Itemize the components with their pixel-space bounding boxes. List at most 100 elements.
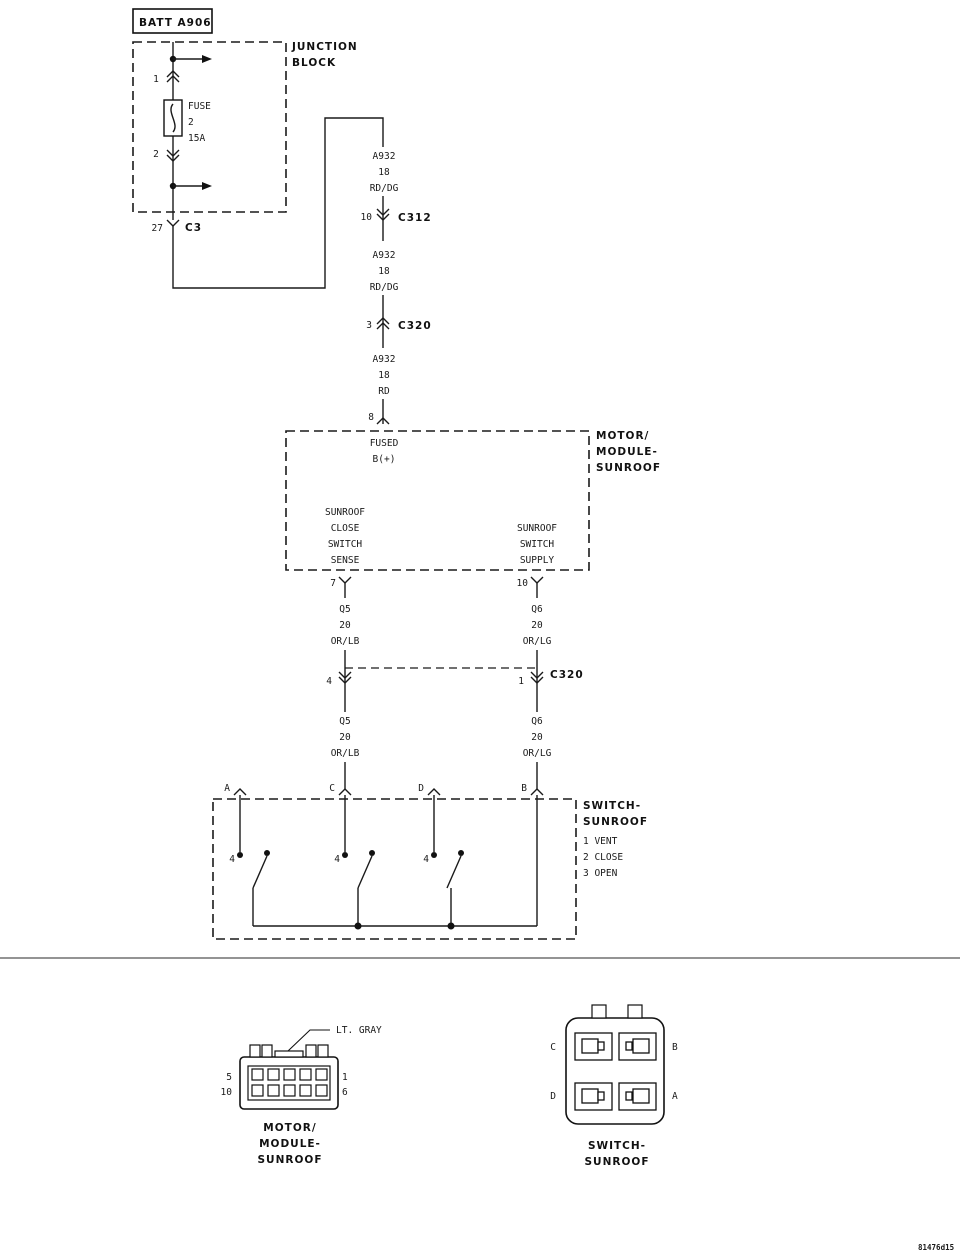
- fuse-symbol: [163, 99, 183, 137]
- figure-id: 81476d15: [918, 1243, 954, 1252]
- motor-connector-pin-tr: 1: [342, 1072, 348, 1083]
- junction-block-title-2: BLOCK: [292, 57, 336, 69]
- c320-mid-left-symbol: [338, 671, 352, 684]
- q6-upper-color: OR/LG: [523, 636, 552, 647]
- motor-left-label-1: SUNROOF: [325, 507, 365, 518]
- q5-lower-circuit: Q5: [339, 716, 350, 727]
- a932-routing-wire: [172, 117, 384, 289]
- switch-pin-c: C: [329, 783, 335, 794]
- c320-top-connector-symbol: [376, 317, 390, 330]
- motor-connector-label-3: SUNROOF: [258, 1154, 323, 1166]
- motor-left-label-3: SWITCH: [328, 539, 363, 550]
- q6-lower-color: OR/LG: [523, 748, 552, 759]
- motor-pin-left: 7: [330, 578, 336, 589]
- junction-block-wiring: [166, 42, 212, 220]
- junction-block-outline: [132, 41, 287, 213]
- c320-mid-pin-left: 4: [326, 676, 332, 687]
- motor-right-label-1: SUNROOF: [517, 523, 557, 534]
- motor-fused-label-2: B(+): [373, 454, 396, 465]
- switch-title-1: SWITCH-: [583, 800, 641, 812]
- switch-3-position: 4: [423, 854, 429, 865]
- switch-connector-pin-d: D: [550, 1091, 556, 1102]
- q6-upper-circuit: Q6: [531, 604, 543, 615]
- switch-2-position: 4: [334, 854, 340, 865]
- q5-lower-gauge: 20: [339, 732, 351, 743]
- c3-connector-symbol: [166, 219, 180, 227]
- q5-upper-gauge: 20: [339, 620, 351, 631]
- a932-2-circuit: A932: [373, 250, 396, 261]
- a932-1-circuit: A932: [373, 151, 396, 162]
- a932-1-color: RD/DG: [370, 183, 399, 194]
- jb-pin-top: 1: [153, 74, 159, 85]
- c320-mid-right-symbol: [530, 671, 544, 684]
- motor-connector-pin-bl: 10: [221, 1087, 233, 1098]
- switch-pin-d: D: [418, 783, 424, 794]
- motor-pin-fused: 8: [368, 412, 374, 423]
- switch-connector-pin-c: C: [550, 1042, 556, 1053]
- motor-connector-pin-br: 6: [342, 1087, 348, 1098]
- motor-right-label-2: SWITCH: [520, 539, 555, 550]
- c312-connector-symbol: [376, 208, 390, 221]
- fuse-number: 2: [188, 117, 194, 128]
- q5-upper-circuit: Q5: [339, 604, 350, 615]
- a932-3-gauge: 18: [378, 370, 390, 381]
- switch-title-2: SUNROOF: [583, 816, 648, 828]
- switch-connector-label-1: SWITCH-: [588, 1140, 646, 1152]
- motor-fused-label-1: FUSED: [370, 438, 399, 449]
- motor-pin-10-symbol: [530, 576, 544, 584]
- motor-connector-label-1: MOTOR/: [263, 1122, 316, 1134]
- batt-source-label: BATT A906: [139, 17, 212, 29]
- motor-module-title-2: MODULE-: [596, 446, 658, 458]
- a932-3-circuit: A932: [373, 354, 396, 365]
- switch-connector-face: [565, 1004, 665, 1125]
- switch-pin-a: A: [224, 783, 230, 794]
- batt-source-box: [132, 8, 213, 34]
- q6-lower-gauge: 20: [531, 732, 543, 743]
- motor-pin-7-symbol: [338, 576, 352, 584]
- motor-connector-label-2: MODULE-: [259, 1138, 321, 1150]
- junction-block-title-1: JUNCTION: [291, 41, 358, 53]
- fuse-label: FUSE: [188, 101, 211, 112]
- motor-pin-right: 10: [517, 578, 529, 589]
- motor-right-label-3: SUPPLY: [520, 555, 555, 566]
- switch-connector-pin-a: A: [672, 1091, 678, 1102]
- motor-connector-pin-tl: 5: [226, 1072, 232, 1083]
- motor-left-label-2: CLOSE: [331, 523, 360, 534]
- switch-internal-wiring: [237, 795, 538, 930]
- c320-top-pin: 3: [366, 320, 372, 331]
- fuse-rating: 15A: [188, 133, 205, 144]
- a932-3-color: RD: [378, 386, 390, 397]
- motor-connector-callout: LT. GRAY: [336, 1025, 382, 1036]
- motor-module-outline: [285, 430, 590, 571]
- c312-name: C312: [398, 212, 432, 224]
- jb-pin-bottom: 2: [153, 149, 159, 160]
- motor-connector-face: [239, 1029, 339, 1110]
- switch-1-position: 4: [229, 854, 235, 865]
- q5-upper-color: OR/LB: [331, 636, 360, 647]
- switch-legend-2: 2 CLOSE: [583, 852, 623, 863]
- motor-pin-8-symbol: [376, 417, 390, 425]
- q6-upper-gauge: 20: [531, 620, 543, 631]
- c320-mid-name: C320: [550, 669, 584, 681]
- switch-legend-1: 1 VENT: [583, 836, 618, 847]
- switch-connector-pin-b: B: [672, 1042, 678, 1053]
- c3-pin: 27: [152, 223, 163, 234]
- c3-name: C3: [185, 222, 202, 234]
- q5-lower-color: OR/LB: [331, 748, 360, 759]
- a932-1-gauge: 18: [378, 167, 390, 178]
- c320-mid-pin-right: 1: [518, 676, 524, 687]
- switch-pin-symbols: [233, 788, 544, 796]
- motor-module-title-3: SUNROOF: [596, 462, 661, 474]
- switch-connector-label-2: SUNROOF: [585, 1156, 650, 1168]
- a932-2-color: RD/DG: [370, 282, 399, 293]
- switch-pin-b: B: [521, 783, 527, 794]
- q6-lower-circuit: Q6: [531, 716, 543, 727]
- switch-legend-3: 3 OPEN: [583, 868, 618, 879]
- motor-left-label-4: SENSE: [331, 555, 360, 566]
- c312-pin: 10: [361, 212, 373, 223]
- c320-top-name: C320: [398, 320, 432, 332]
- motor-module-title-1: MOTOR/: [596, 430, 649, 442]
- switch-sunroof-outline: [212, 798, 577, 940]
- a932-2-gauge: 18: [378, 266, 390, 277]
